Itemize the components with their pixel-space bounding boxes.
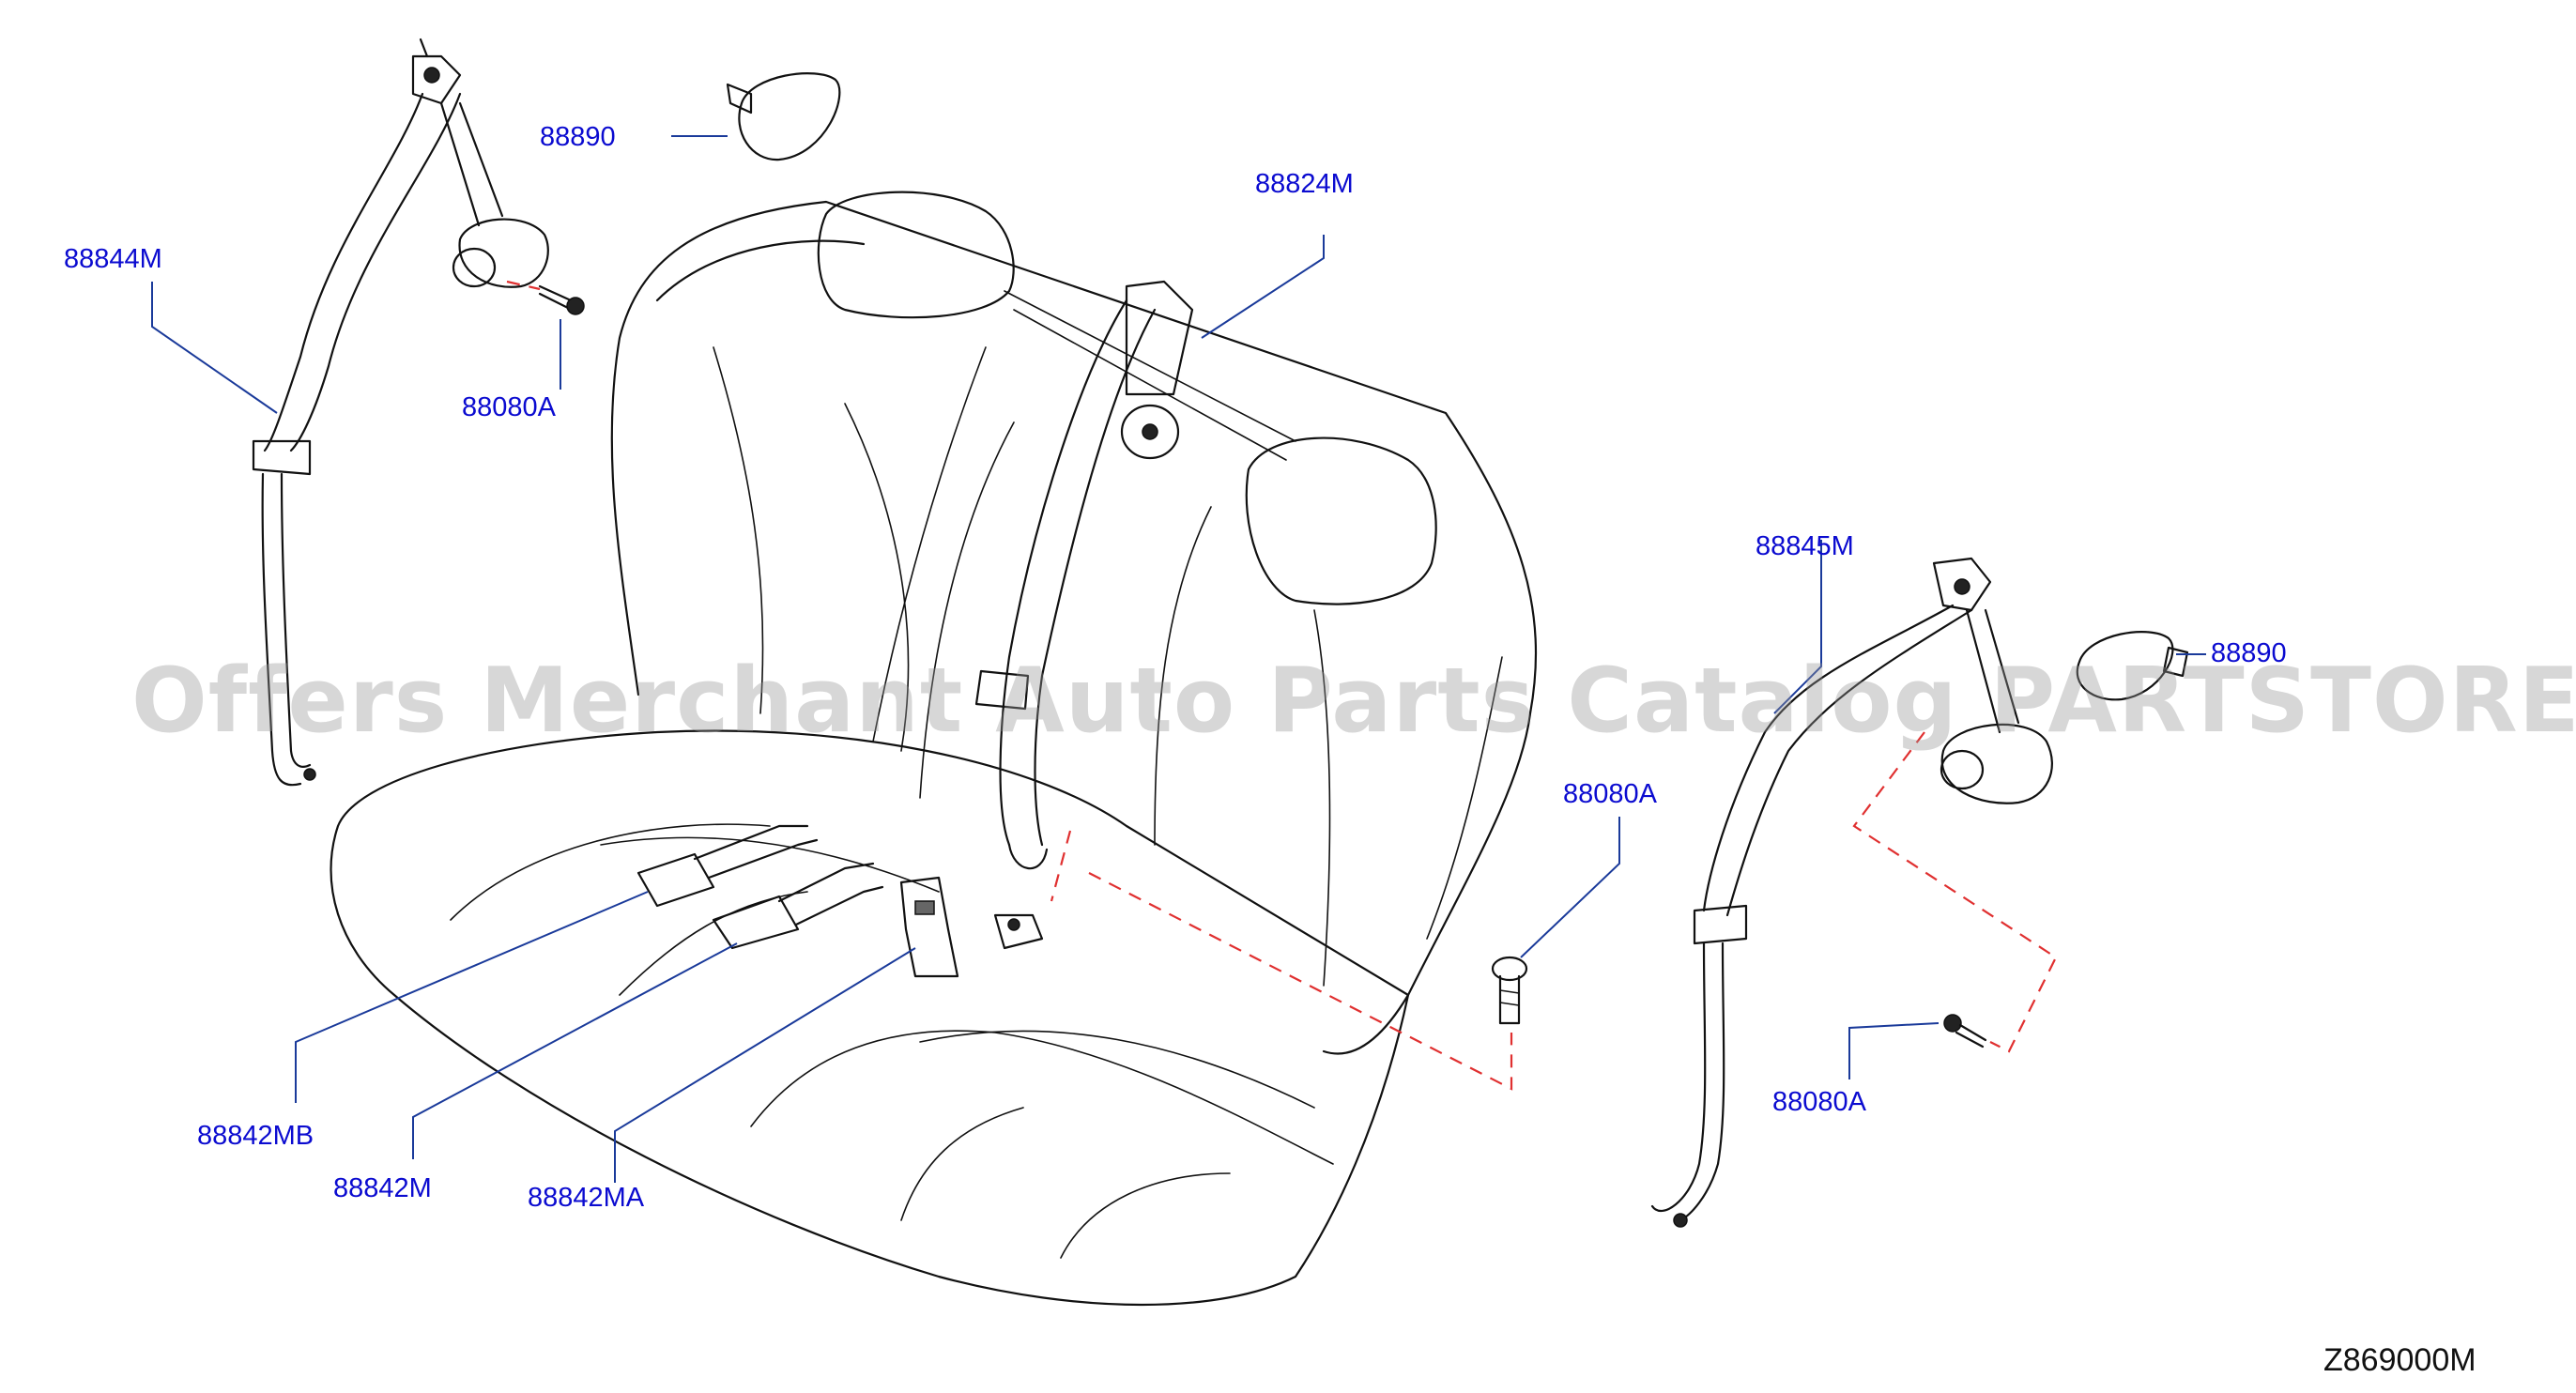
label-88890-left: 88890 — [540, 122, 616, 152]
leader-lines — [151, 135, 2206, 1183]
right-outboard-belt — [1650, 557, 2053, 1228]
dashed-link-top-left — [506, 280, 541, 291]
dashed-link-right — [1852, 731, 2058, 1053]
bolt-88080A-center — [1491, 956, 1528, 1025]
buckle-88842M — [712, 895, 800, 950]
bolt-88080A-right — [1943, 1014, 1987, 1049]
left-headrest — [817, 191, 1015, 319]
label-88844M: 88844M — [64, 244, 162, 274]
label-88080A-center: 88080A — [1563, 779, 1657, 809]
label-88845M: 88845M — [1756, 531, 1854, 561]
right-retractor — [1940, 723, 2053, 804]
label-88080A-top-left: 88080A — [462, 392, 556, 422]
watermark: Offers Merchant Auto Parts Catalog PARTS… — [131, 650, 2576, 753]
center-buckles — [636, 824, 1044, 978]
bolt-88080A-top-left — [538, 284, 585, 315]
seat-cushion — [330, 729, 1410, 1307]
dashed-link-center-a — [1050, 830, 1072, 902]
label-88842MA: 88842MA — [528, 1183, 645, 1213]
cap-88890-right — [2076, 631, 2189, 701]
dashed-link-center-b — [1088, 872, 1513, 1091]
center-belt — [974, 280, 1194, 870]
left-outboard-belt — [252, 38, 549, 787]
cap-88890-left — [726, 72, 841, 161]
buckle-88842MB — [636, 852, 715, 908]
label-88824M: 88824M — [1255, 169, 1354, 199]
buckle-88842MA — [899, 876, 959, 978]
label-88842M: 88842M — [333, 1173, 432, 1203]
left-retractor — [458, 218, 549, 288]
label-88080A-right: 88080A — [1772, 1087, 1866, 1117]
label-88842MB: 88842MB — [197, 1121, 314, 1151]
right-headrest — [1245, 436, 1437, 605]
label-88890-right: 88890 — [2211, 638, 2287, 668]
diagram-code: Z869000M — [2323, 1342, 2476, 1378]
rear-seat-illustration — [330, 191, 1538, 1307]
